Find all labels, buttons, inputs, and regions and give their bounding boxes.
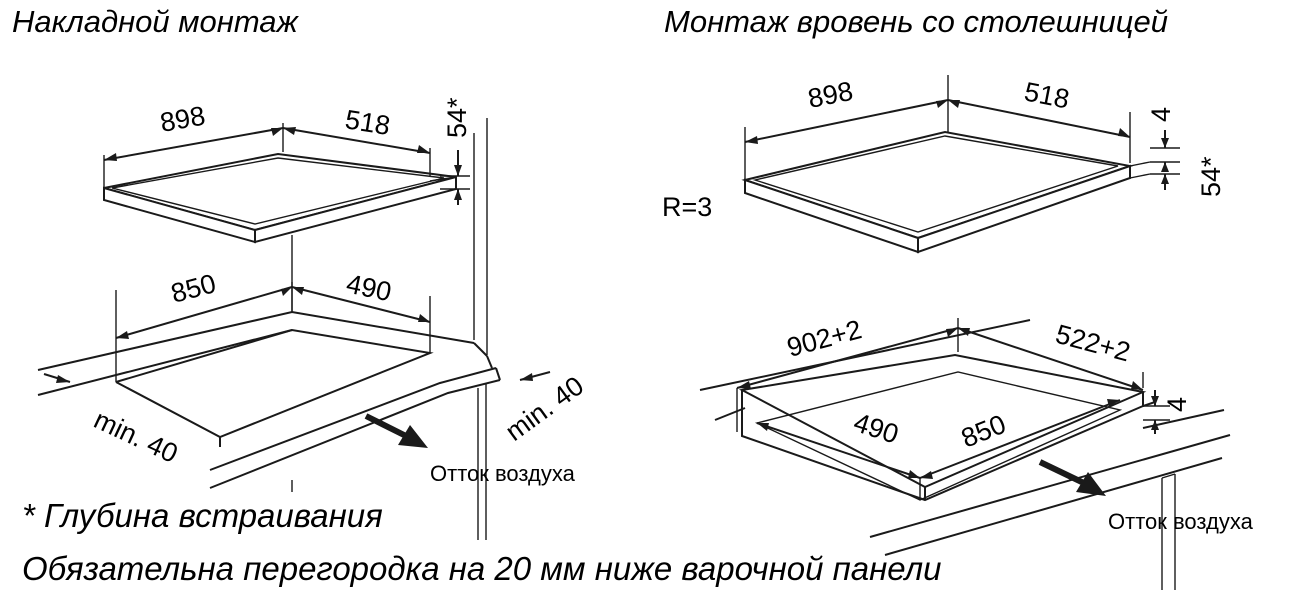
surface-airflow-label: Отток воздуха xyxy=(430,461,576,486)
flush-airflow-label: Отток воздуха xyxy=(1108,509,1254,534)
dim-flush-hob-depth: 518 xyxy=(1022,76,1072,114)
radius-label: R=3 xyxy=(662,192,712,222)
flush-airflow-arrow: Отток воздуха xyxy=(1038,459,1254,534)
flush-hob-dimensions: 898 518 4 54* xyxy=(744,75,1226,197)
dim-flush-hob-width: 898 xyxy=(805,76,855,114)
dim-surface-min-side: min. 40 xyxy=(500,371,589,447)
flush-cutout-dimensions: 902+2 522+2 490 850 4 xyxy=(736,314,1192,500)
dim-flush-rebate-depth-2: 4 xyxy=(1162,397,1192,412)
dim-flush-install-depth: 54* xyxy=(1196,156,1226,197)
dim-flush-rebate-depth: 4 xyxy=(1146,107,1176,122)
hob-dimensions: 898 518 54* xyxy=(103,97,472,205)
title-surface-mount: Накладной монтаж xyxy=(12,4,300,39)
airflow-arrow: Отток воздуха xyxy=(364,413,576,486)
cabinet-wall xyxy=(291,118,488,540)
flush-countertop xyxy=(699,319,1231,590)
dim-flush-rebate-width: 902+2 xyxy=(784,314,865,363)
title-flush-mount: Монтаж вровень со столешницей xyxy=(664,4,1168,39)
dim-surface-hob-width: 898 xyxy=(158,101,208,138)
cutout-dimensions: 850 490 min. 40 min. 40 xyxy=(43,268,589,469)
dim-flush-rebate-length: 522+2 xyxy=(1052,319,1133,368)
footnote-install-depth: * Глубина встраивания xyxy=(22,497,383,534)
hob-plate xyxy=(103,152,457,244)
dim-surface-cutout-width: 850 xyxy=(168,268,219,309)
surface-mount-diagram: 898 518 54* xyxy=(37,97,589,540)
dim-surface-min-front: min. 40 xyxy=(89,404,182,469)
flush-mount-diagram: 898 518 4 54* R=3 xyxy=(662,75,1254,590)
flush-hob-plate xyxy=(741,130,1151,254)
dim-surface-install-depth: 54* xyxy=(442,97,472,138)
note-partition: Обязательна перегородка на 20 мм ниже ва… xyxy=(22,550,942,587)
dim-flush-cutout-depth: 490 xyxy=(850,407,902,449)
dim-surface-hob-depth: 518 xyxy=(343,104,392,141)
